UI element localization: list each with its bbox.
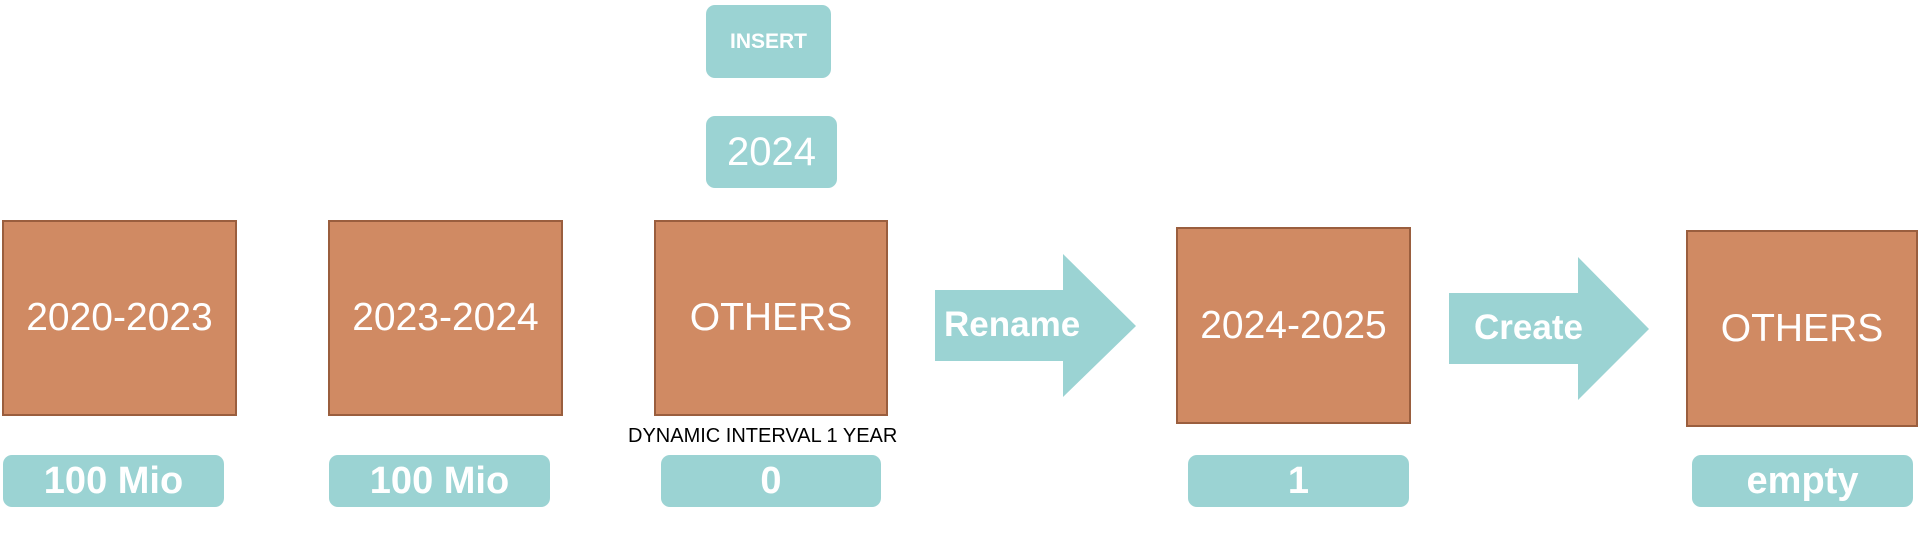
interval-caption: DYNAMIC INTERVAL 1 YEAR: [628, 425, 898, 447]
rename-arrow: [935, 254, 1136, 397]
insert-year-badge: 2024: [706, 116, 837, 188]
partition-others-new: OTHERS: [1686, 230, 1918, 427]
partition-value: empty: [1692, 455, 1913, 507]
partition-others-initial: OTHERS: [654, 220, 888, 416]
partition-2023-2024: 2023-2024: [328, 220, 563, 416]
partition-value: 100 Mio: [329, 455, 550, 507]
partition-2020-2023: 2020-2023: [2, 220, 237, 416]
partition-value: 1: [1188, 455, 1409, 507]
create-label: Create: [1474, 308, 1583, 347]
create-arrow: [1449, 257, 1649, 400]
partition-value: 100 Mio: [3, 455, 224, 507]
rename-label: Rename: [944, 305, 1081, 344]
partition-value: 0: [661, 455, 881, 507]
partition-2024-2025: 2024-2025: [1176, 227, 1411, 424]
insert-badge: INSERT: [706, 5, 831, 78]
